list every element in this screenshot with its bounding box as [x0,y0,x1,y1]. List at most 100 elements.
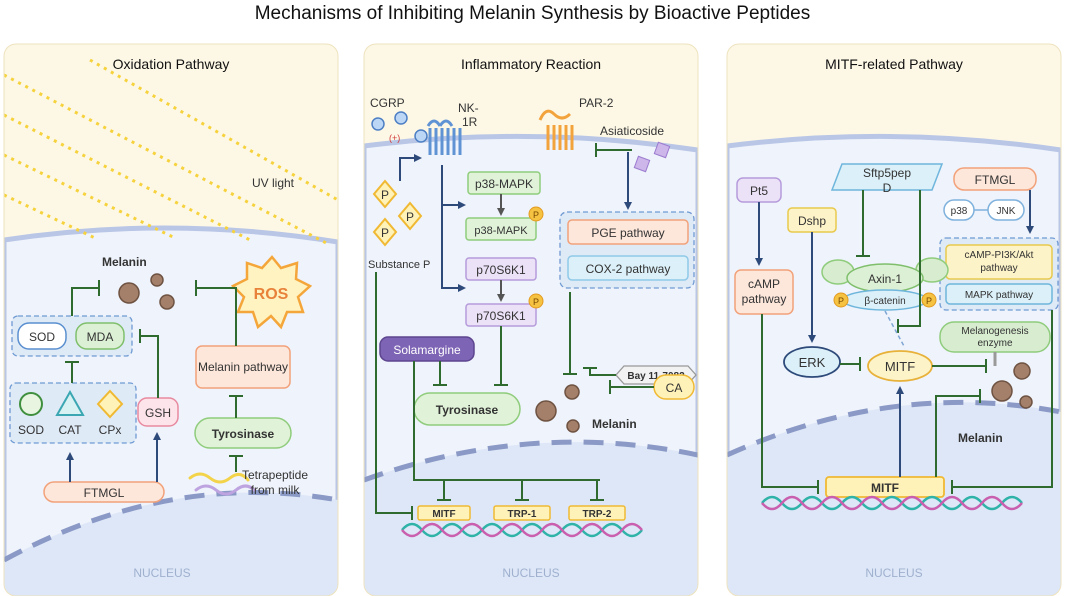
camp-pi3k-label-line: pathway [980,263,1017,274]
nk1r-label-line: NK- [458,101,479,115]
ros-burst [230,255,313,330]
dshp-label: Dshp [798,214,826,228]
panel-mitf-title: MITF-related Pathway [825,56,963,72]
p38-mapk-label-b: p38-MAPK [474,225,528,237]
asiaticoside-cube-icon [633,155,651,173]
melanogenesis-label-line: enzyme [977,338,1012,349]
p38-mapk-label-a: p38-MAPK [475,177,533,191]
uv-rays [4,58,338,247]
substance-p-phospho-label: P [381,226,389,240]
panel-inflammatory-title: Inflammatory Reaction [461,56,601,72]
melanin-pathway-box [195,345,291,389]
substance-p-group [372,179,423,247]
melanogenesis-label-line: Melanogenesis [961,326,1028,337]
mitf-gene-label: MITF [432,509,455,520]
pge-label: PGE pathway [591,226,664,240]
nucleus-label-3: NUCLEUS [865,566,922,580]
p38-mapk-box-a [467,171,541,195]
melanin-label-2: Melanin [592,417,637,431]
trp2-box [568,505,626,521]
panel-mitf [727,44,1061,596]
mda-box [75,322,125,350]
phospho-label: P [533,210,539,220]
substance-p-phospho-label: P [406,210,414,224]
phospho-icon [833,292,849,308]
cox2-label: COX-2 pathway [586,262,671,276]
panel-oxidation-title: Oxidation Pathway [113,56,230,72]
cpx-label: CPx [99,423,122,437]
tetrapeptide-label-line: Tetrapeptide [242,468,308,482]
asiaticoside-label: Asiaticoside [600,124,664,138]
melanin-pathway-label: Melanin pathway [198,360,288,374]
phospho-label: P [926,296,932,306]
sod-small-label: SOD [18,423,44,437]
substance-p-phospho-label: P [381,188,389,202]
cpx-diamond-icon [96,389,124,419]
cgrp-label: CGRP [370,96,405,110]
substance-p-label: Substance P [368,259,430,271]
page-title: Mechanisms of Inhibiting Melanin Synthes… [254,3,811,24]
ca-label: CA [666,381,683,395]
nucleus-label: NUCLEUS [133,566,190,580]
mda-label: MDA [87,330,114,344]
melanin-label: Melanin [102,255,147,269]
dna-helix-icon [401,522,643,538]
gsh-label: GSH [145,406,171,420]
mitf-big-box [825,476,945,498]
mitf-big-label: MITF [871,481,899,495]
panel-mitf-arrows [755,190,1053,494]
ftmgl-label: FTMGL [84,486,125,500]
mitf-small-label: MITF [885,359,915,374]
uv-light-label: UV light [252,176,295,190]
cat-label: CAT [58,423,82,437]
nk1r-label-line: 1R [462,115,478,129]
panel-inflammatory-arrows [375,143,654,520]
par2-receptor-icon [538,109,574,150]
sod-label: SOD [29,330,55,344]
ftmgl-box [43,481,165,503]
cat-triangle-icon [55,389,85,416]
melanin-granules-2 [535,384,580,433]
plus-label: (+) [389,133,400,143]
p38-label: p38 [951,206,968,217]
jnk-label: JNK [997,206,1016,217]
camp-box [734,269,794,315]
sftp-box [830,163,944,191]
camp-label-line: cAMP [748,277,780,291]
melanin-granules-3 [991,362,1033,409]
sod-circle-icon [19,392,43,416]
melanin-granules [118,273,175,310]
nk1r-label: NK-1R [458,101,479,129]
ros-label: ROS [254,286,289,303]
mapk-box [945,283,1053,305]
pt5-label: Pt5 [750,184,768,198]
panel-oxidation-arrows [65,280,243,482]
ftmgl-label-2: FTMGL [975,173,1016,187]
erk-oval [783,346,841,378]
tyrosinase-box [194,417,292,449]
trp1-box [493,505,551,521]
nucleus-label-2: NUCLEUS [502,566,559,580]
nk1r-receptor-icon [426,119,462,155]
solamargine-label: Solamargine [393,343,461,357]
pge-box [567,219,689,245]
phospho-label: P [838,296,844,306]
dna-helix-icon-2 [761,495,1023,511]
tyrosinase-label: Tyrosinase [212,427,275,441]
p70s6k1-label-b: p70S6K1 [476,309,526,323]
mapk-label: MAPK pathway [965,290,1033,301]
phospho-label: P [533,297,539,307]
tetrapeptide-icon [188,472,256,496]
camp-label-line: pathway [742,292,787,306]
axin-label: Axin-1 [868,272,902,286]
tetrapeptide-label-line: from milk [251,483,301,497]
mitf-gene-box [417,505,471,521]
sod-box [17,322,67,350]
cox2-box [567,255,689,281]
